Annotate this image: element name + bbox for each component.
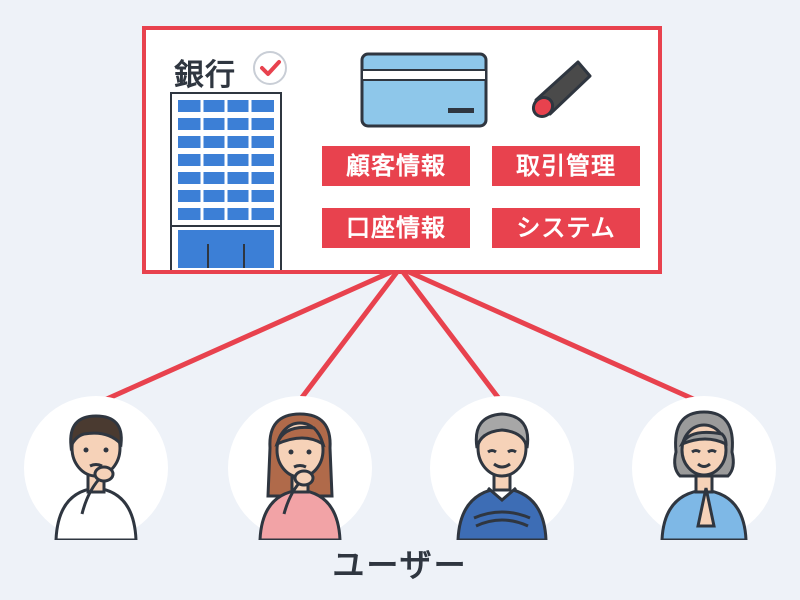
thinking-woman-icon: [228, 396, 372, 540]
bank-title: 銀行: [174, 58, 236, 93]
tag-system: システム: [492, 208, 640, 248]
tag-account-info: 口座情報: [322, 208, 470, 248]
connector-line-3: [397, 265, 503, 403]
bank-building-icon: [170, 92, 282, 270]
connector-line-2: [297, 265, 403, 403]
credit-card-icon: [360, 52, 488, 128]
connector-line-4: [397, 265, 703, 405]
users-label: ユーザー: [332, 546, 468, 584]
tag-customer-info: 顧客情報: [322, 146, 470, 186]
older-woman-icon: [632, 396, 776, 540]
older-man-icon: [430, 396, 574, 540]
check-icon: [253, 51, 287, 85]
hanko-seal-icon: [531, 60, 592, 118]
bank-panel: 銀行: [142, 26, 662, 274]
connector-line-1: [97, 265, 403, 405]
tag-transaction-management: 取引管理: [492, 146, 640, 186]
thinking-man-icon: [24, 396, 168, 540]
